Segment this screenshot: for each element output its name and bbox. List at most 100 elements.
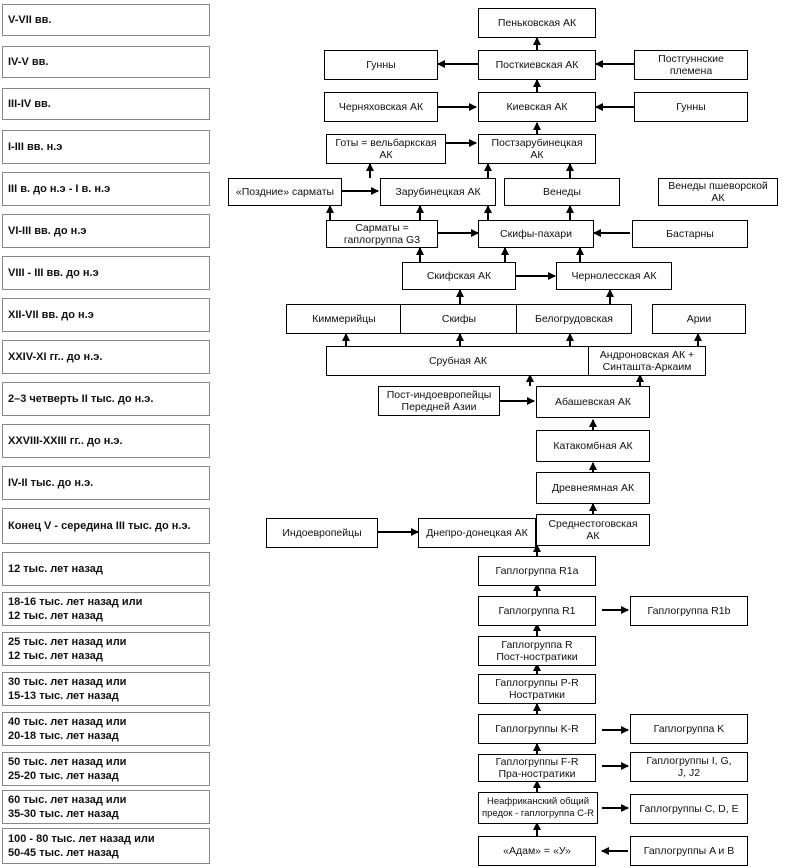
node-gunny-right: Гунны: [634, 92, 748, 122]
era-label: 40 тыс. лет назад или 20-18 тыс. лет наз…: [8, 716, 127, 742]
node-label: Гаплогруппы F-R Пра-ностратики: [495, 756, 579, 780]
node-label: Киммерийцы: [312, 313, 376, 325]
node-venedy: Венеды: [504, 178, 620, 206]
era-row: VIII - III вв. до н.э: [2, 256, 210, 290]
node-label: Постгуннские племена: [658, 53, 724, 77]
era-label: Конец V - середина III тыс. до н.э.: [8, 520, 191, 532]
era-label: XII-VII вв. до н.э: [8, 309, 94, 321]
node-chernyakhovskaya: Черняховская АК: [324, 92, 438, 122]
node-r1b: Гаплогруппа R1b: [630, 596, 748, 626]
era-label: V-VII вв.: [8, 14, 52, 26]
node-sarmaty: Сарматы = гаплогруппа G3: [326, 220, 438, 248]
node-label: Катакомбная АК: [553, 440, 633, 452]
node-label: Гунны: [366, 59, 396, 71]
node-dnepro-donetskaya: Днепро-донецкая АК: [418, 518, 536, 548]
era-row: VI-III вв. до н.э: [2, 214, 210, 248]
node-fr: Гаплогруппы F-R Пра-ностратики: [478, 754, 596, 782]
node-srednestogovskaya: Среднестоговская АК: [536, 514, 650, 546]
era-label: 18-16 тыс. лет назад или 12 тыс. лет наз…: [8, 596, 143, 622]
node-kr: Гаплогруппы K-R: [478, 714, 596, 744]
node-label: Белогрудовская: [535, 313, 613, 325]
node-label: Гаплогруппы K-R: [495, 723, 579, 735]
node-arii: Арии: [652, 304, 746, 334]
era-row: 40 тыс. лет назад или 20-18 тыс. лет наз…: [2, 712, 210, 746]
era-row: XXVIII-XXIII гг.. до н.э.: [2, 424, 210, 458]
era-label: XXIV-XI гг.. до н.э.: [8, 351, 103, 363]
era-row: III-IV вв.: [2, 88, 210, 120]
node-chernolesskaya: Чернолесская АК: [556, 262, 672, 290]
node-r: Гаплогруппа R Пост-ностратики: [478, 636, 596, 666]
era-label: VI-III вв. до н.э: [8, 225, 87, 237]
node-label: Гаплогруппа R1b: [647, 605, 731, 617]
era-row: I-III вв. н.э: [2, 130, 210, 164]
era-label: III-IV вв.: [8, 98, 51, 110]
node-label: Гаплогруппы P-R Ностратики: [495, 677, 579, 701]
era-row: 25 тыс. лет назад или 12 тыс. лет назад: [2, 632, 210, 666]
node-label: Киевская АК: [506, 101, 568, 113]
node-label: Андроновская АК + Синташта-Аркаим: [599, 349, 695, 373]
node-k: Гаплогруппа K: [630, 714, 748, 744]
node-ig: Гаплогруппы I, G, J, J2: [630, 752, 748, 782]
node-r1a: Гаплогруппа R1a: [478, 556, 596, 586]
node-label: Гаплогруппа K: [653, 723, 725, 735]
node-pozdnie-sarmaty: «Поздние» сарматы: [228, 178, 342, 206]
node-label: Индоевропейцы: [282, 527, 362, 539]
node-label: Бастарны: [666, 228, 714, 240]
node-label: Сарматы = гаплогруппа G3: [343, 222, 421, 246]
node-bastarny: Бастарны: [632, 220, 748, 248]
era-row: V-VII вв.: [2, 4, 210, 36]
node-label: Гаплогруппа R1: [498, 605, 576, 617]
era-label: IV-V вв.: [8, 56, 49, 68]
node-goty: Готы = вельбаркская АК: [326, 134, 446, 164]
node-label: Скифы: [441, 313, 477, 325]
node-label: Посткиевская АК: [495, 59, 579, 71]
era-label: VIII - III вв. до н.э: [8, 267, 99, 279]
node-postzarubinetskaya: Постзарубинецкая АК: [478, 134, 596, 164]
era-row: XII-VII вв. до н.э: [2, 298, 210, 332]
era-label: 30 тыс. лет назад или 15-13 тыс. лет наз…: [8, 676, 127, 702]
node-label: Арии: [686, 313, 712, 325]
node-post-indoevropeytsy: Пост-индоевропейцы Передней Азии: [378, 386, 500, 416]
node-abashevskaya: Абашевская АК: [536, 386, 650, 418]
node-cde: Гаплогруппы C, D, E: [630, 794, 748, 824]
era-label: III в. до н.э - I в. н.э: [8, 183, 111, 195]
node-ab: Гаплогруппы A и B: [630, 836, 748, 866]
node-label: «Адам» = «У»: [503, 845, 571, 857]
node-r1: Гаплогруппа R1: [478, 596, 596, 626]
node-srubnaya: Срубная АК: [326, 346, 590, 376]
node-kimmeriytsy: Киммерийцы: [286, 304, 402, 334]
era-row: IV-II тыс. до н.э.: [2, 466, 210, 500]
node-label: Гаплогруппы C, D, E: [639, 803, 739, 815]
node-label: Гунны: [676, 101, 706, 113]
node-label: Скифская АК: [426, 270, 492, 282]
node-label: Гаплогруппы A и B: [643, 845, 735, 857]
node-adam: «Адам» = «У»: [478, 836, 596, 866]
node-belogrudovskaya: Белогрудовская: [516, 304, 632, 334]
era-row: 30 тыс. лет назад или 15-13 тыс. лет наз…: [2, 672, 210, 706]
node-label: Днепро-донецкая АК: [426, 527, 528, 539]
node-label: Гаплогруппа R Пост-ностратики: [496, 639, 578, 663]
era-label: 25 тыс. лет назад или 12 тыс. лет назад: [8, 636, 127, 662]
era-row: IV-V вв.: [2, 46, 210, 78]
era-row: 12 тыс. лет назад: [2, 552, 210, 586]
node-label: Гаплогруппа R1a: [495, 565, 579, 577]
node-label: Постзарубинецкая АК: [491, 137, 583, 161]
node-indoevropeytsy: Индоевропейцы: [266, 518, 378, 548]
node-pr: Гаплогруппы P-R Ностратики: [478, 674, 596, 704]
node-label: Среднестоговская АК: [548, 518, 638, 542]
era-row: Конец V - середина III тыс. до н.э.: [2, 508, 210, 544]
node-skify-pakhari: Скифы-пахари: [478, 220, 594, 248]
node-andronovskaya: Андроновская АК + Синташта-Аркаим: [588, 346, 706, 376]
node-label: Древнеямная АК: [551, 482, 635, 494]
node-venedy-pshevorskoy: Венеды пшеворской АК: [658, 178, 778, 206]
node-label: Неафриканский общий предок - гаплогруппа…: [481, 796, 595, 819]
era-label: 100 - 80 тыс. лет назад или 50-45 тыс. л…: [8, 833, 155, 859]
era-label: XXVIII-XXIII гг.. до н.э.: [8, 435, 123, 447]
node-label: Венеды пшеворской АК: [668, 180, 768, 204]
node-penkovskaya: Пеньковская АК: [478, 8, 596, 38]
era-label: 2–3 четверть II тыс. до н.э.: [8, 393, 154, 405]
node-drevneyamnaya: Древнеямная АК: [536, 472, 650, 504]
era-label: IV-II тыс. до н.э.: [8, 477, 94, 489]
